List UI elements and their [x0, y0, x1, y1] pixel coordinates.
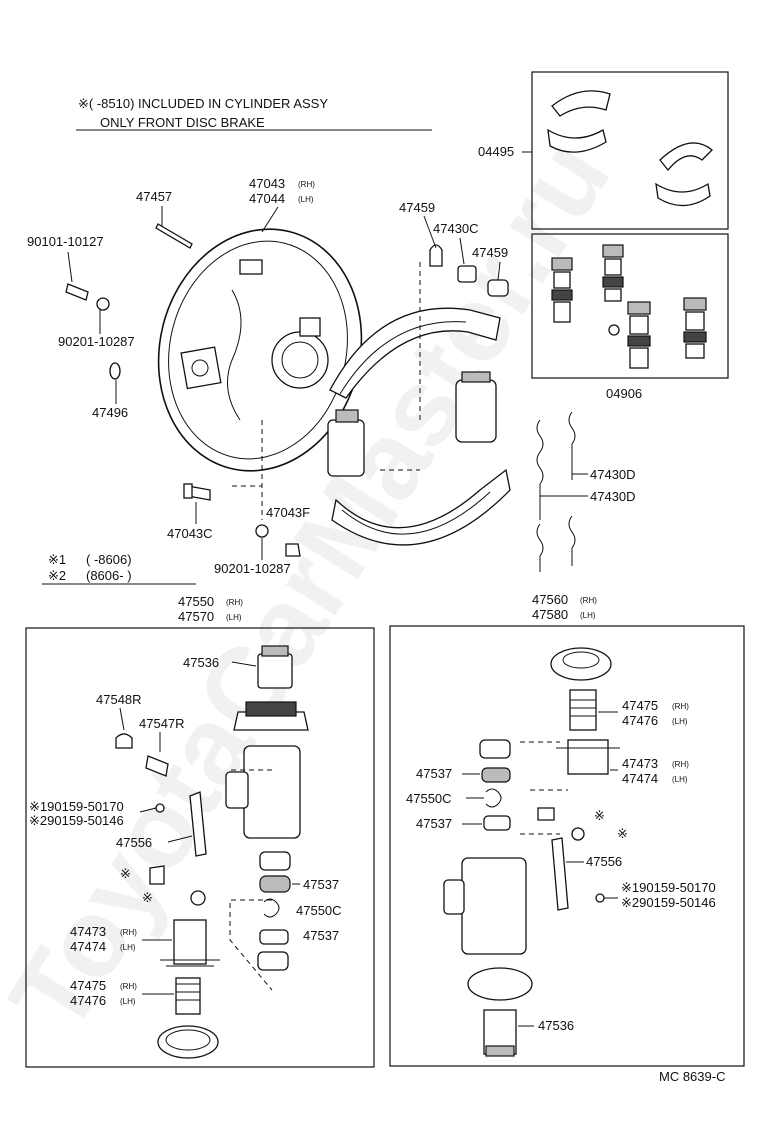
side-lh: (LH) [120, 997, 136, 1006]
side-lh: (LH) [580, 611, 596, 620]
label-r47536: 47536 [538, 1018, 574, 1033]
label-47548r: 47548R [96, 692, 142, 707]
side-rh: (RH) [580, 596, 597, 605]
side-rh: (RH) [672, 702, 689, 711]
note-line-1: ※( -8510) INCLUDED IN CYLINDER ASSY [78, 96, 328, 111]
label-r47550c: 47550C [406, 791, 452, 806]
label-l90159-2: ※290159-50146 [29, 813, 124, 828]
label-47547r: 47547R [139, 716, 185, 731]
left-cylinder-parts [115, 645, 309, 1059]
shoe-kit-box [531, 71, 729, 230]
side-lh: (LH) [672, 717, 688, 726]
plug-47496 [109, 362, 121, 380]
label-r47474: 47474 [622, 771, 658, 786]
label-47043f: 47043F [266, 505, 310, 520]
side-lh: (LH) [298, 195, 314, 204]
side-lh: (LH) [672, 775, 688, 784]
mark-left-1: ※ [120, 866, 131, 881]
shoe-pin [155, 223, 193, 249]
return-springs [536, 411, 576, 572]
right-cylinder-box [389, 625, 745, 1067]
label-l47474: 47474 [70, 939, 106, 954]
label-l47476: 47476 [70, 993, 106, 1008]
label-r47537-top: 47537 [416, 766, 452, 781]
legend-mark-1: ※1 [48, 552, 66, 567]
side-rh: (RH) [120, 928, 137, 937]
legend-text-2: (8606- ) [86, 568, 132, 583]
label-47459-right: 47459 [472, 245, 508, 260]
label-l47536: 47536 [183, 655, 219, 670]
label-r90159-1: ※190159-50170 [621, 880, 716, 895]
label-47459-top: 47459 [399, 200, 435, 215]
side-rh: (RH) [298, 180, 315, 189]
label-90201-10287-top: 90201-10287 [58, 334, 135, 349]
legend-text-1: ( -8606) [86, 552, 132, 567]
label-l90159-1: ※190159-50170 [29, 799, 124, 814]
label-47580: 47580 [532, 607, 568, 622]
side-rh: (RH) [672, 760, 689, 769]
cylinder-kit-box [531, 233, 729, 379]
backing-plate [157, 228, 363, 472]
right-cylinder-parts [443, 647, 620, 1057]
label-04495: 04495 [478, 144, 514, 159]
washer-90201 [96, 297, 110, 311]
label-r47476: 47476 [622, 713, 658, 728]
label-r47556: 47556 [586, 854, 622, 869]
label-l47475: 47475 [70, 978, 106, 993]
label-r47475: 47475 [622, 698, 658, 713]
mark-right-1: ※ [594, 808, 605, 823]
mark-right-2: ※ [617, 826, 628, 841]
label-47430d-bottom: 47430D [590, 489, 636, 504]
brake-shoes [327, 307, 511, 546]
label-47430d-top: 47430D [590, 467, 636, 482]
note-line-2: ONLY FRONT DISC BRAKE [100, 115, 265, 130]
label-l47556: 47556 [116, 835, 152, 850]
label-r47537-bottom: 47537 [416, 816, 452, 831]
label-47457: 47457 [136, 189, 172, 204]
brake-pads-group [547, 90, 713, 207]
label-47044: 47044 [249, 191, 285, 206]
label-r90159-2: ※290159-50146 [621, 895, 716, 910]
mark-left-2: ※ [142, 890, 153, 905]
side-lh: (LH) [226, 613, 242, 622]
side-rh: (RH) [120, 982, 137, 991]
label-90201-10287-bottom: 90201-10287 [214, 561, 291, 576]
label-l47537-bottom: 47537 [303, 928, 339, 943]
label-90101-10127: 90101-10127 [27, 234, 104, 249]
label-r47473: 47473 [622, 756, 658, 771]
nut-47043f [285, 543, 301, 557]
legend-mark-2: ※2 [48, 568, 66, 583]
left-cylinder-box [25, 627, 375, 1068]
diagram-code: MC 8639-C [659, 1069, 725, 1084]
label-47550: 47550 [178, 594, 214, 609]
label-47043: 47043 [249, 176, 285, 191]
adjuster-parts [429, 244, 509, 297]
label-47043c: 47043C [167, 526, 213, 541]
label-04906: 04906 [606, 386, 642, 401]
label-47430c: 47430C [433, 221, 479, 236]
label-47496: 47496 [92, 405, 128, 420]
washer-90201-lower [255, 524, 269, 538]
label-l47473: 47473 [70, 924, 106, 939]
label-47570: 47570 [178, 609, 214, 624]
bolt-90101 [65, 283, 89, 301]
side-lh: (LH) [120, 943, 136, 952]
cylinder-kit-parts [551, 244, 707, 369]
label-47560: 47560 [532, 592, 568, 607]
side-rh: (RH) [226, 598, 243, 607]
label-l47537-top: 47537 [303, 877, 339, 892]
label-l47550c: 47550C [296, 903, 342, 918]
